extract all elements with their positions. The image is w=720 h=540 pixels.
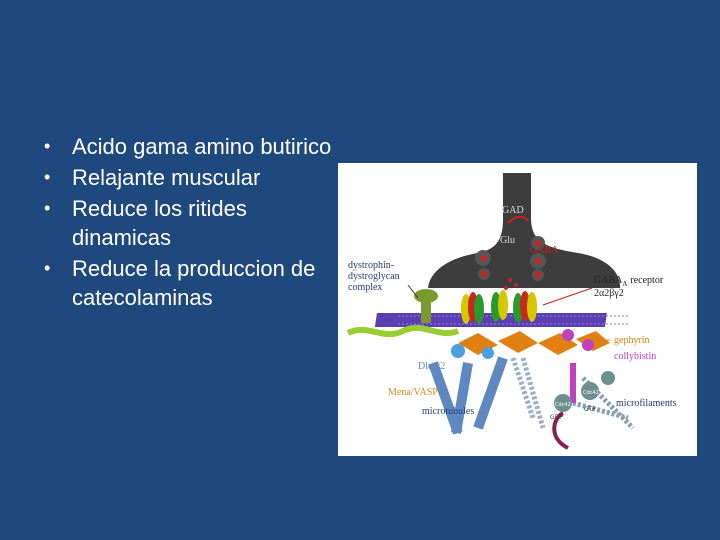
- label-microtubules: microtubules: [422, 406, 474, 417]
- label-cdc42-b: Cdc42: [583, 390, 599, 396]
- synapse-diagram: GAD Glu GABA dystrophin- dystroglycan co…: [346, 173, 677, 450]
- label-gtp: GTP: [584, 406, 596, 413]
- label-cdc42-a: Cdc42: [555, 402, 571, 408]
- label-mena: Mena/VASP: [388, 387, 438, 398]
- label-gdp: GDP: [550, 414, 563, 421]
- bullet-item: •Relajante muscular: [44, 165, 261, 190]
- label-receptor-3: 2α2βγ2: [594, 288, 624, 299]
- bullet-dot-icon: •: [44, 167, 51, 187]
- bullet-list: •Acido gama amino butirico •Relajante mu…: [40, 132, 340, 314]
- label-dlc: Dlc1/2: [418, 361, 445, 372]
- bullet-item: •Acido gama amino butirico: [44, 134, 332, 159]
- label-gephyrin: gephyrin: [614, 335, 650, 346]
- bullet-item: •Reduce la produccion de catecolaminas: [44, 256, 316, 310]
- label-gaba: GABA: [530, 245, 559, 256]
- synapse-figure: GAD Glu GABA dystrophin- dystroglycan co…: [338, 163, 697, 456]
- label-microfilaments: microfilaments: [616, 398, 677, 409]
- presynaptic-terminal: [428, 173, 621, 288]
- label-glu: Glu: [500, 235, 515, 246]
- postsynaptic-membrane: [374, 313, 607, 327]
- gaba-receptor-cluster: [461, 290, 537, 324]
- label-collybistin: collybistin: [614, 351, 656, 362]
- label-dystrophin-2: dystroglycan: [348, 271, 400, 282]
- bullet-item: •Reduce los ritides dinamicas: [44, 196, 247, 250]
- label-dystrophin-3: complex: [348, 282, 382, 293]
- label-gad: GAD: [502, 205, 524, 216]
- bullet-dot-icon: •: [44, 136, 51, 156]
- label-dystrophin-1: dystrophin-: [348, 260, 394, 271]
- bullet-dot-icon: •: [44, 198, 51, 218]
- bullet-dot-icon: •: [44, 258, 51, 278]
